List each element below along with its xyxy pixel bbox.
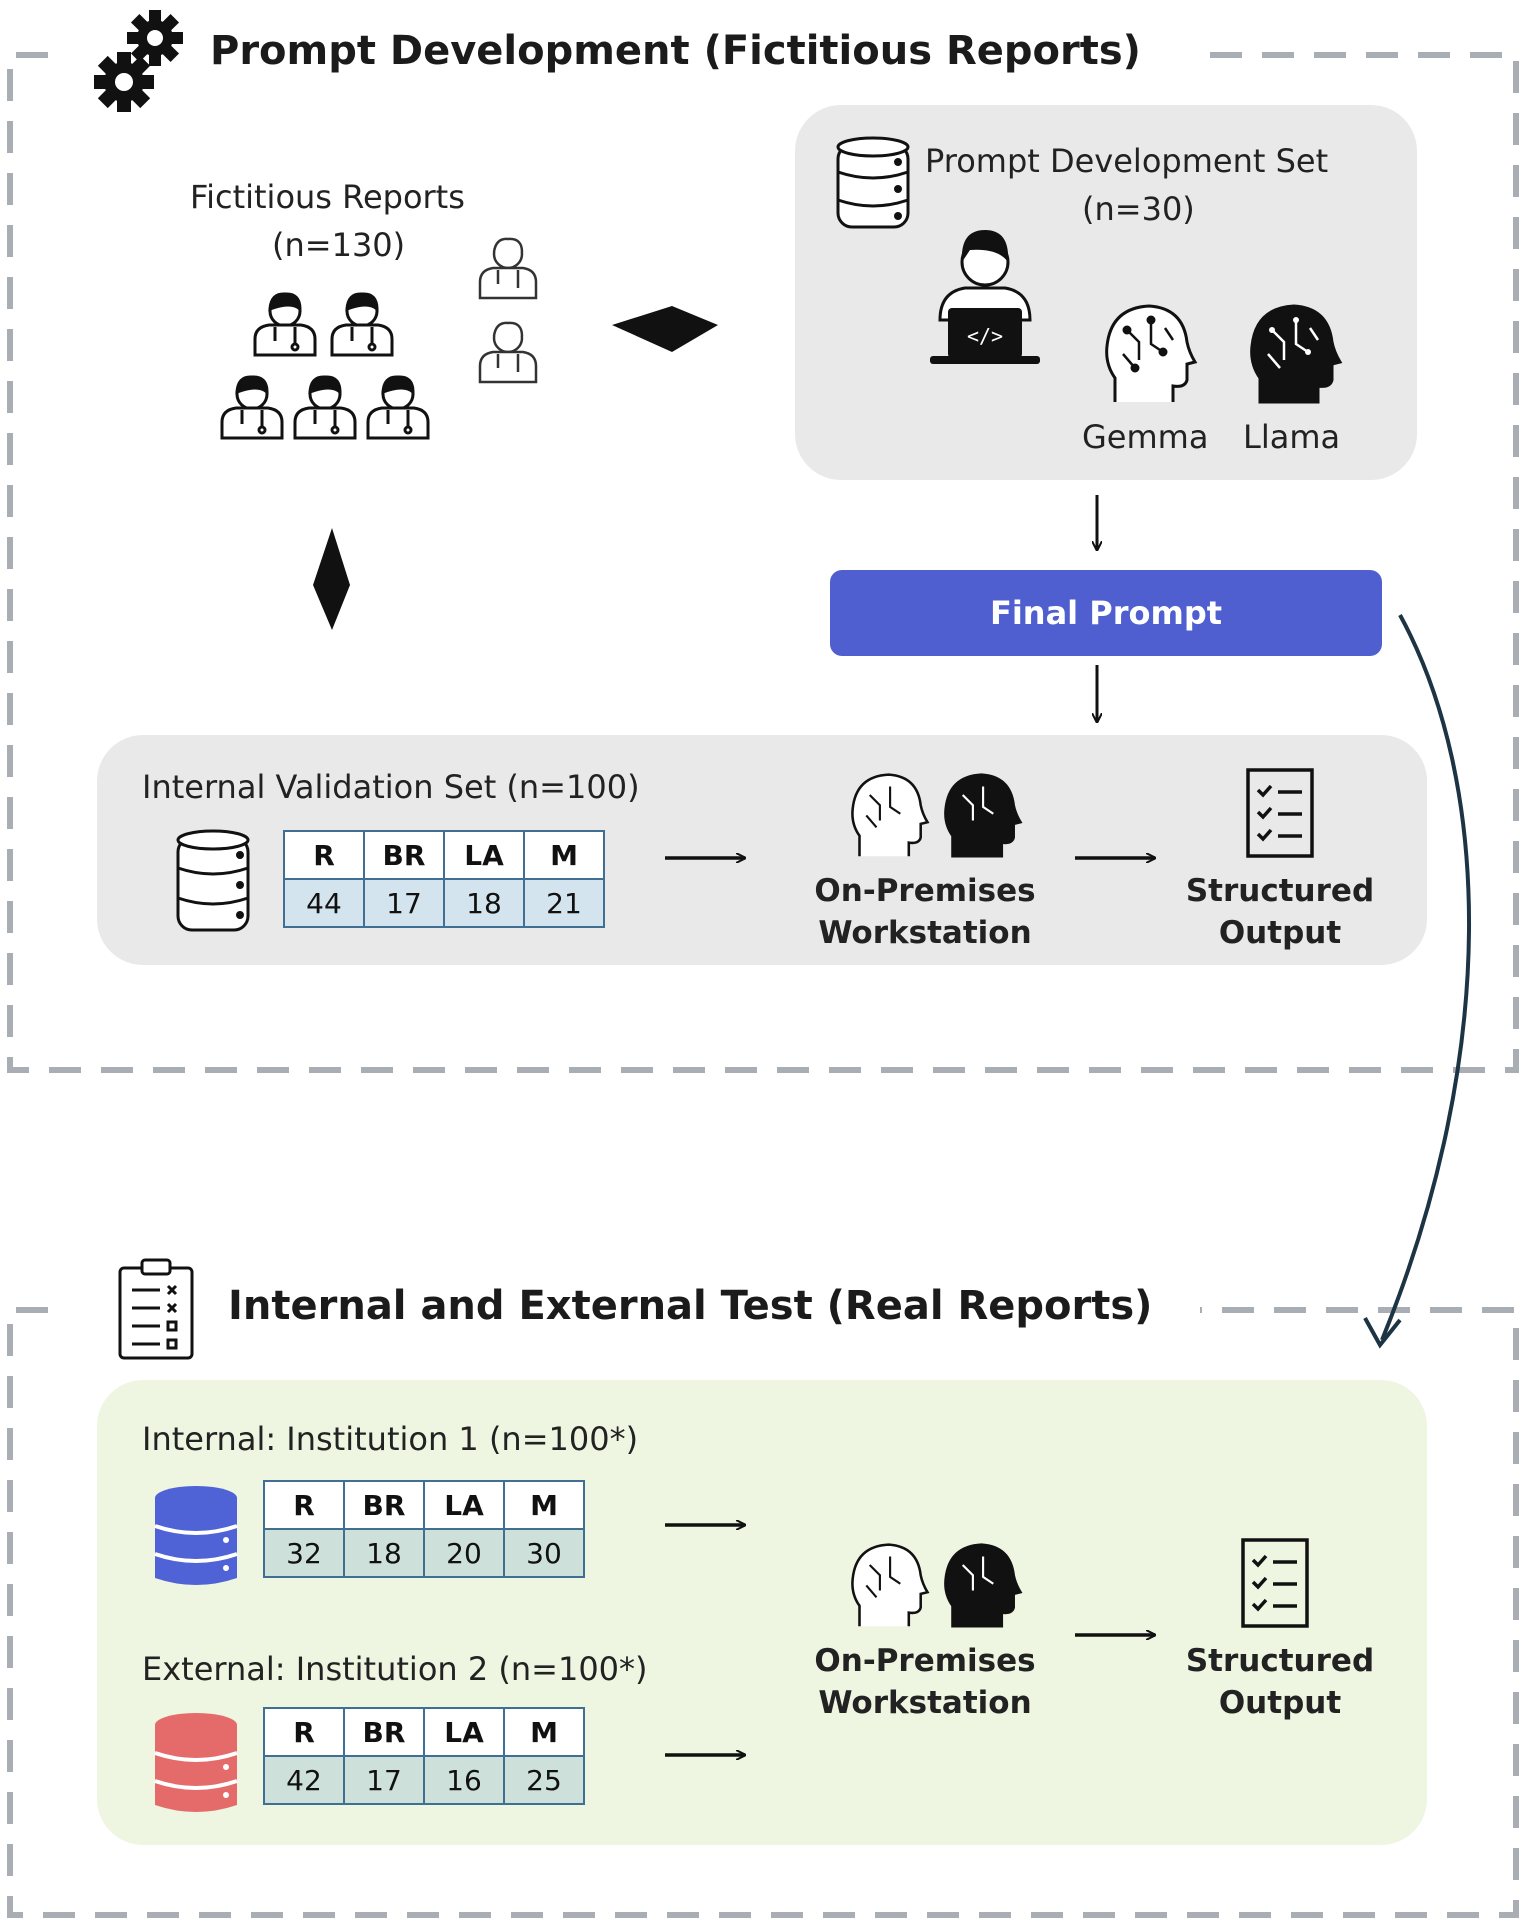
table-value-cell: 18 <box>343 1528 425 1578</box>
final-prompt-label: Final Prompt <box>989 594 1223 632</box>
section1-dashed-frame <box>7 52 1519 1073</box>
external-counts-table: R BR LA M 42 17 16 25 <box>263 1707 585 1805</box>
database-internal-icon <box>154 1486 238 1585</box>
table-header-cell: M <box>503 1480 585 1530</box>
checklist-icon <box>1246 768 1314 858</box>
table-header-cell: BR <box>343 1707 425 1757</box>
table-header-cell: M <box>503 1707 585 1757</box>
doctor-icon-group <box>220 292 430 440</box>
brain-outline-icon <box>1105 304 1198 402</box>
table-value-cell: 18 <box>443 878 525 928</box>
table-header-cell: R <box>263 1707 345 1757</box>
table-value-cell: 30 <box>503 1528 585 1578</box>
table-value-cell: 17 <box>343 1755 425 1805</box>
table-header-cell: BR <box>343 1480 425 1530</box>
arrow-right-icon <box>612 306 718 352</box>
table-value-cell: 42 <box>263 1755 345 1805</box>
table-value-cell: 44 <box>283 878 365 928</box>
table-header-cell: LA <box>443 830 525 880</box>
validation-counts-table: R BR LA M 44 17 18 21 <box>283 830 605 928</box>
model-gemma-label: Gemma <box>1082 418 1209 456</box>
table-value-cell: 32 <box>263 1528 345 1578</box>
brain-solid-icon <box>1250 304 1343 404</box>
database-icon <box>176 829 250 932</box>
table-header-cell: LA <box>423 1480 505 1530</box>
doctor-outline-icon-group <box>478 237 538 384</box>
brain-outline-icon <box>851 773 930 857</box>
checklist-icon <box>1241 1538 1309 1628</box>
section1-title: Prompt Development (Fictitious Reports) <box>210 28 1141 74</box>
validation-title: Internal Validation Set (n=100) <box>142 768 640 806</box>
gear-icon <box>94 10 183 112</box>
brain-outline-icon <box>851 1543 930 1627</box>
arrow-right-thin-icon <box>665 1525 1155 1755</box>
fictitious-reports-label: Fictitious Reports <box>190 178 465 216</box>
external-title: External: Institution 2 (n=100*) <box>142 1650 648 1688</box>
table-header-cell: BR <box>363 830 445 880</box>
structured-output-label: Structured Output <box>1185 1643 1375 1721</box>
final-prompt-box: Final Prompt <box>830 570 1382 656</box>
table-value-cell: 25 <box>503 1755 585 1805</box>
internal-title: Internal: Institution 1 (n=100*) <box>142 1420 639 1458</box>
developer-laptop-icon: </> <box>930 230 1040 364</box>
internal-counts-table: R BR LA M 32 18 20 30 <box>263 1480 585 1578</box>
workstation-label: On-Premises Workstation <box>814 1643 1036 1721</box>
brain-solid-icon <box>944 773 1023 858</box>
model-llama-label: Llama <box>1243 418 1341 456</box>
table-value-cell: 21 <box>523 878 605 928</box>
table-header-cell: M <box>523 830 605 880</box>
structured-output-label: Structured Output <box>1185 873 1375 951</box>
table-value-cell: 16 <box>423 1755 505 1805</box>
arrow-down-icon <box>313 528 350 630</box>
table-header-cell: R <box>263 1480 345 1530</box>
workstation-label: On-Premises Workstation <box>814 873 1036 951</box>
section2-title: Internal and External Test (Real Reports… <box>228 1283 1153 1329</box>
curve-arrow-icon <box>1380 614 1471 1341</box>
svg-text:</>: </> <box>967 324 1003 348</box>
table-header-cell: LA <box>423 1707 505 1757</box>
dev-set-count: (n=30) <box>1082 190 1195 228</box>
table-value-cell: 20 <box>423 1528 505 1578</box>
clipboard-checklist-icon <box>118 1258 194 1360</box>
section2-dashed-frame <box>7 1307 1519 1918</box>
brain-solid-icon <box>944 1543 1023 1628</box>
database-external-icon <box>154 1713 238 1812</box>
curve-arrowhead-icon <box>1363 1317 1402 1349</box>
database-icon <box>836 136 910 229</box>
fictitious-reports-count: (n=130) <box>272 226 406 264</box>
table-header-cell: R <box>283 830 365 880</box>
table-value-cell: 17 <box>363 878 445 928</box>
dev-set-label: Prompt Development Set <box>925 142 1329 180</box>
